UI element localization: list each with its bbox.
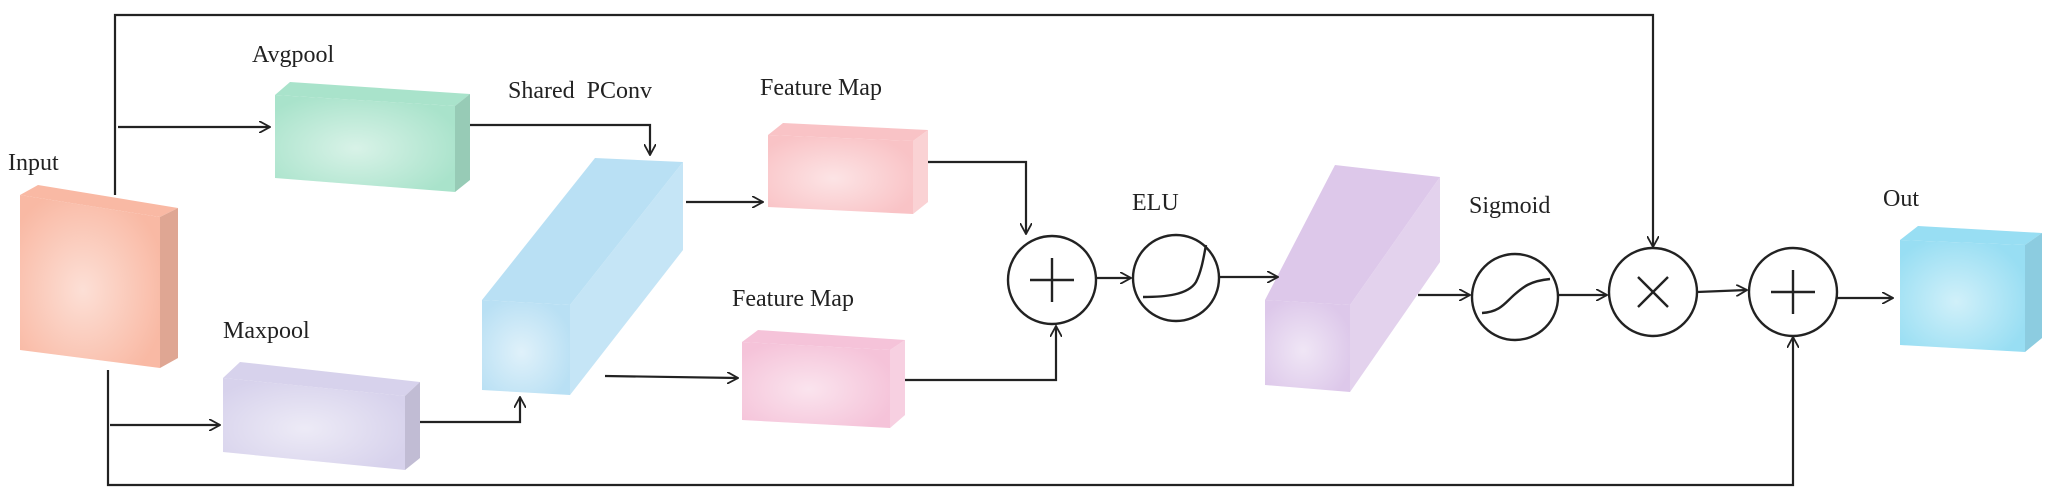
avgpool-to-pconv-arrow — [470, 123, 650, 155]
featuremap-bottom-to-add-arrow — [905, 326, 1056, 382]
feature-map-bottom-block — [742, 330, 905, 428]
feature-map-bottom-label: Feature Map — [732, 286, 854, 312]
add-node-1 — [1006, 234, 1098, 326]
pconv-to-featuremap-bottom-arrow — [604, 376, 738, 378]
sigmoid-node — [1470, 252, 1560, 342]
elu-label: ELU — [1132, 190, 1179, 216]
out-block — [1900, 226, 2042, 352]
sigmoid-label: Sigmoid — [1469, 193, 1550, 219]
avgpool-label: Avgpool — [252, 42, 335, 68]
multiply-node — [1607, 246, 1699, 338]
maxpool-block — [223, 362, 420, 470]
bottom-skip-arrow — [106, 337, 1793, 487]
feature-map-top-block — [768, 123, 928, 214]
maxpool-label: Maxpool — [223, 318, 310, 344]
maxpool-to-pconv-arrow — [420, 397, 520, 424]
avgpool-block — [275, 82, 470, 192]
sigmoid-curve-icon — [1481, 277, 1551, 315]
shared-pconv-block — [482, 158, 683, 395]
multiply-icon — [1637, 276, 1669, 308]
elu-node — [1131, 233, 1221, 323]
multiply-to-add-arrow — [1696, 290, 1747, 292]
input-block — [20, 185, 178, 368]
out-label: Out — [1883, 186, 1919, 212]
add-icon — [1030, 258, 1074, 302]
input-label: Input — [8, 150, 59, 176]
add-node-2 — [1747, 246, 1839, 338]
top-skip-arrow — [113, 13, 1653, 247]
connectors — [106, 13, 1893, 487]
add-icon — [1771, 270, 1815, 314]
featuremap-top-to-add-arrow — [928, 160, 1026, 234]
feature-map-top-label: Feature Map — [760, 75, 882, 101]
elu-output-block — [1265, 165, 1440, 392]
shared-pconv-label: Shared PConv — [508, 78, 652, 104]
elu-curve-icon — [1142, 244, 1208, 299]
